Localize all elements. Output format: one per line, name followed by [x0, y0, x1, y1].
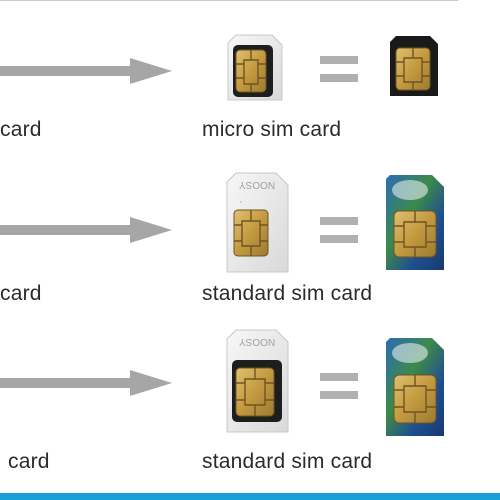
- sim-chip-icon: [395, 47, 431, 91]
- adapter-brand-text: NOOSY: [239, 179, 275, 190]
- row-2-left-label: card: [0, 282, 42, 305]
- standard-sim-card: [386, 175, 444, 270]
- row-3-left-label: card: [8, 450, 50, 473]
- standard-sim-adapter: NOOSY: [226, 172, 289, 273]
- standard-sim-adapter: NOOSY: [226, 329, 289, 433]
- row-1-left-label: card: [0, 118, 42, 141]
- row-2: NOOSY: [0, 172, 444, 273]
- equals-sign-icon: [320, 56, 358, 82]
- accent-bar: [0, 493, 500, 500]
- row-2-adapter-label: standard sim card: [202, 282, 373, 305]
- equals-sign-icon: [320, 217, 358, 243]
- row-1-adapter-label: micro sim card: [202, 118, 342, 141]
- equals-sign-icon: [320, 373, 358, 399]
- standard-sim-card: [386, 338, 444, 436]
- sim-chip-icon: [233, 209, 269, 257]
- sim-chip-icon: [393, 210, 437, 258]
- micro-sim-adapter: [227, 34, 283, 101]
- sim-chip-icon: [235, 367, 275, 417]
- right-arrow-icon: [0, 58, 172, 84]
- adapter-brand-text: NOOSY: [239, 336, 275, 347]
- micro-sim-card: [390, 36, 438, 96]
- row-3-adapter-label: standard sim card: [202, 450, 373, 473]
- top-divider: [0, 0, 458, 1]
- row-3: NOOSY: [0, 329, 444, 436]
- row-1: [0, 34, 438, 101]
- right-arrow-icon: [0, 217, 172, 243]
- right-arrow-icon: [0, 370, 172, 396]
- sim-chip-icon: [393, 374, 437, 424]
- sim-chip-icon: [235, 49, 267, 93]
